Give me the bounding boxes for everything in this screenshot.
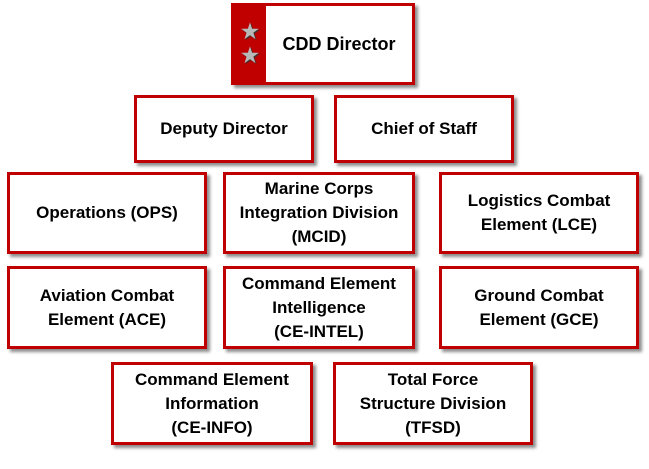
rank-stripe: ★ ★ bbox=[234, 6, 266, 82]
cdd-director-box: ★ ★ CDD Director bbox=[231, 3, 415, 85]
box-label: Operations (OPS) bbox=[36, 203, 178, 222]
box-label: Command Element Information (CE-INFO) bbox=[135, 369, 289, 437]
box-label: Total Force Structure Division (TFSD) bbox=[359, 369, 507, 437]
box-label: Logistics Combat Element (LCE) bbox=[467, 191, 611, 234]
box-label: Marine Corps Integration Division (MCID) bbox=[239, 179, 399, 246]
box-label: Command Element Intelligence (CE-INTEL) bbox=[242, 273, 396, 341]
director-label: CDD Director bbox=[282, 34, 396, 54]
operations-box: Operations (OPS) bbox=[7, 172, 207, 254]
chief-of-staff-box: Chief of Staff bbox=[334, 95, 514, 163]
box-label: Chief of Staff bbox=[371, 119, 477, 138]
ce-info-box: Command Element Information (CE-INFO) bbox=[111, 362, 313, 445]
deputy-director-box: Deputy Director bbox=[134, 95, 314, 163]
tfsd-box: Total Force Structure Division (TFSD) bbox=[333, 362, 533, 445]
box-label: Aviation Combat Element (ACE) bbox=[39, 285, 175, 329]
box-label: Ground Combat Element (GCE) bbox=[474, 285, 604, 329]
ce-intel-box: Command Element Intelligence (CE-INTEL) bbox=[223, 266, 415, 349]
lce-box: Logistics Combat Element (LCE) bbox=[439, 172, 639, 254]
mcid-box: Marine Corps Integration Division (MCID) bbox=[223, 172, 415, 254]
gce-box: Ground Combat Element (GCE) bbox=[439, 266, 639, 349]
star-icon: ★ bbox=[241, 45, 259, 67]
ace-box: Aviation Combat Element (ACE) bbox=[7, 266, 207, 349]
star-icon: ★ bbox=[241, 21, 259, 43]
box-label: Deputy Director bbox=[160, 119, 288, 138]
